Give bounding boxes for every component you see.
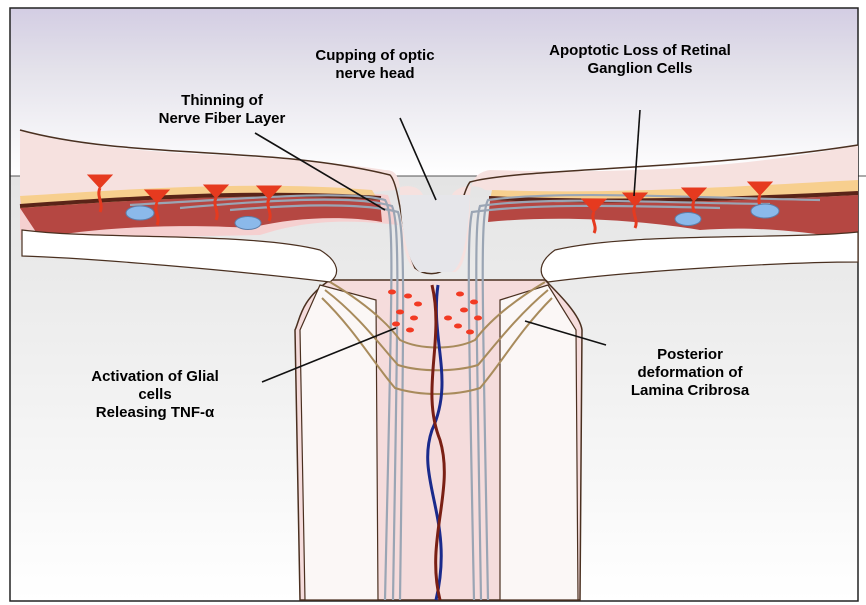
nerve-sheath-left	[300, 285, 378, 600]
label-posterior-line3: Lamina Cribrosa	[600, 382, 780, 400]
label-activation-line3: Releasing TNF-α	[55, 404, 255, 422]
label-activation: Activation of Glial cells Releasing TNF-…	[55, 368, 255, 422]
label-posterior-line2: deformation of	[600, 364, 780, 382]
label-activation-line2: cells	[55, 386, 255, 404]
label-apoptotic-line1: Apoptotic Loss of Retinal	[520, 42, 760, 60]
label-apoptotic-line2: Ganglion Cells	[520, 60, 760, 78]
label-cupping: Cupping of optic nerve head	[285, 47, 465, 83]
label-posterior-line1: Posterior	[600, 346, 780, 364]
label-thinning-line2: Nerve Fiber Layer	[122, 110, 322, 128]
label-activation-line1: Activation of Glial	[55, 368, 255, 386]
label-cupping-line1: Cupping of optic	[285, 47, 465, 65]
label-thinning-line1: Thinning of	[122, 92, 322, 110]
nerve-sheath-right	[500, 285, 578, 600]
label-apoptotic: Apoptotic Loss of Retinal Ganglion Cells	[520, 42, 760, 78]
label-posterior: Posterior deformation of Lamina Cribrosa	[600, 346, 780, 400]
label-cupping-line2: nerve head	[285, 65, 465, 83]
label-thinning: Thinning of Nerve Fiber Layer	[122, 92, 322, 128]
